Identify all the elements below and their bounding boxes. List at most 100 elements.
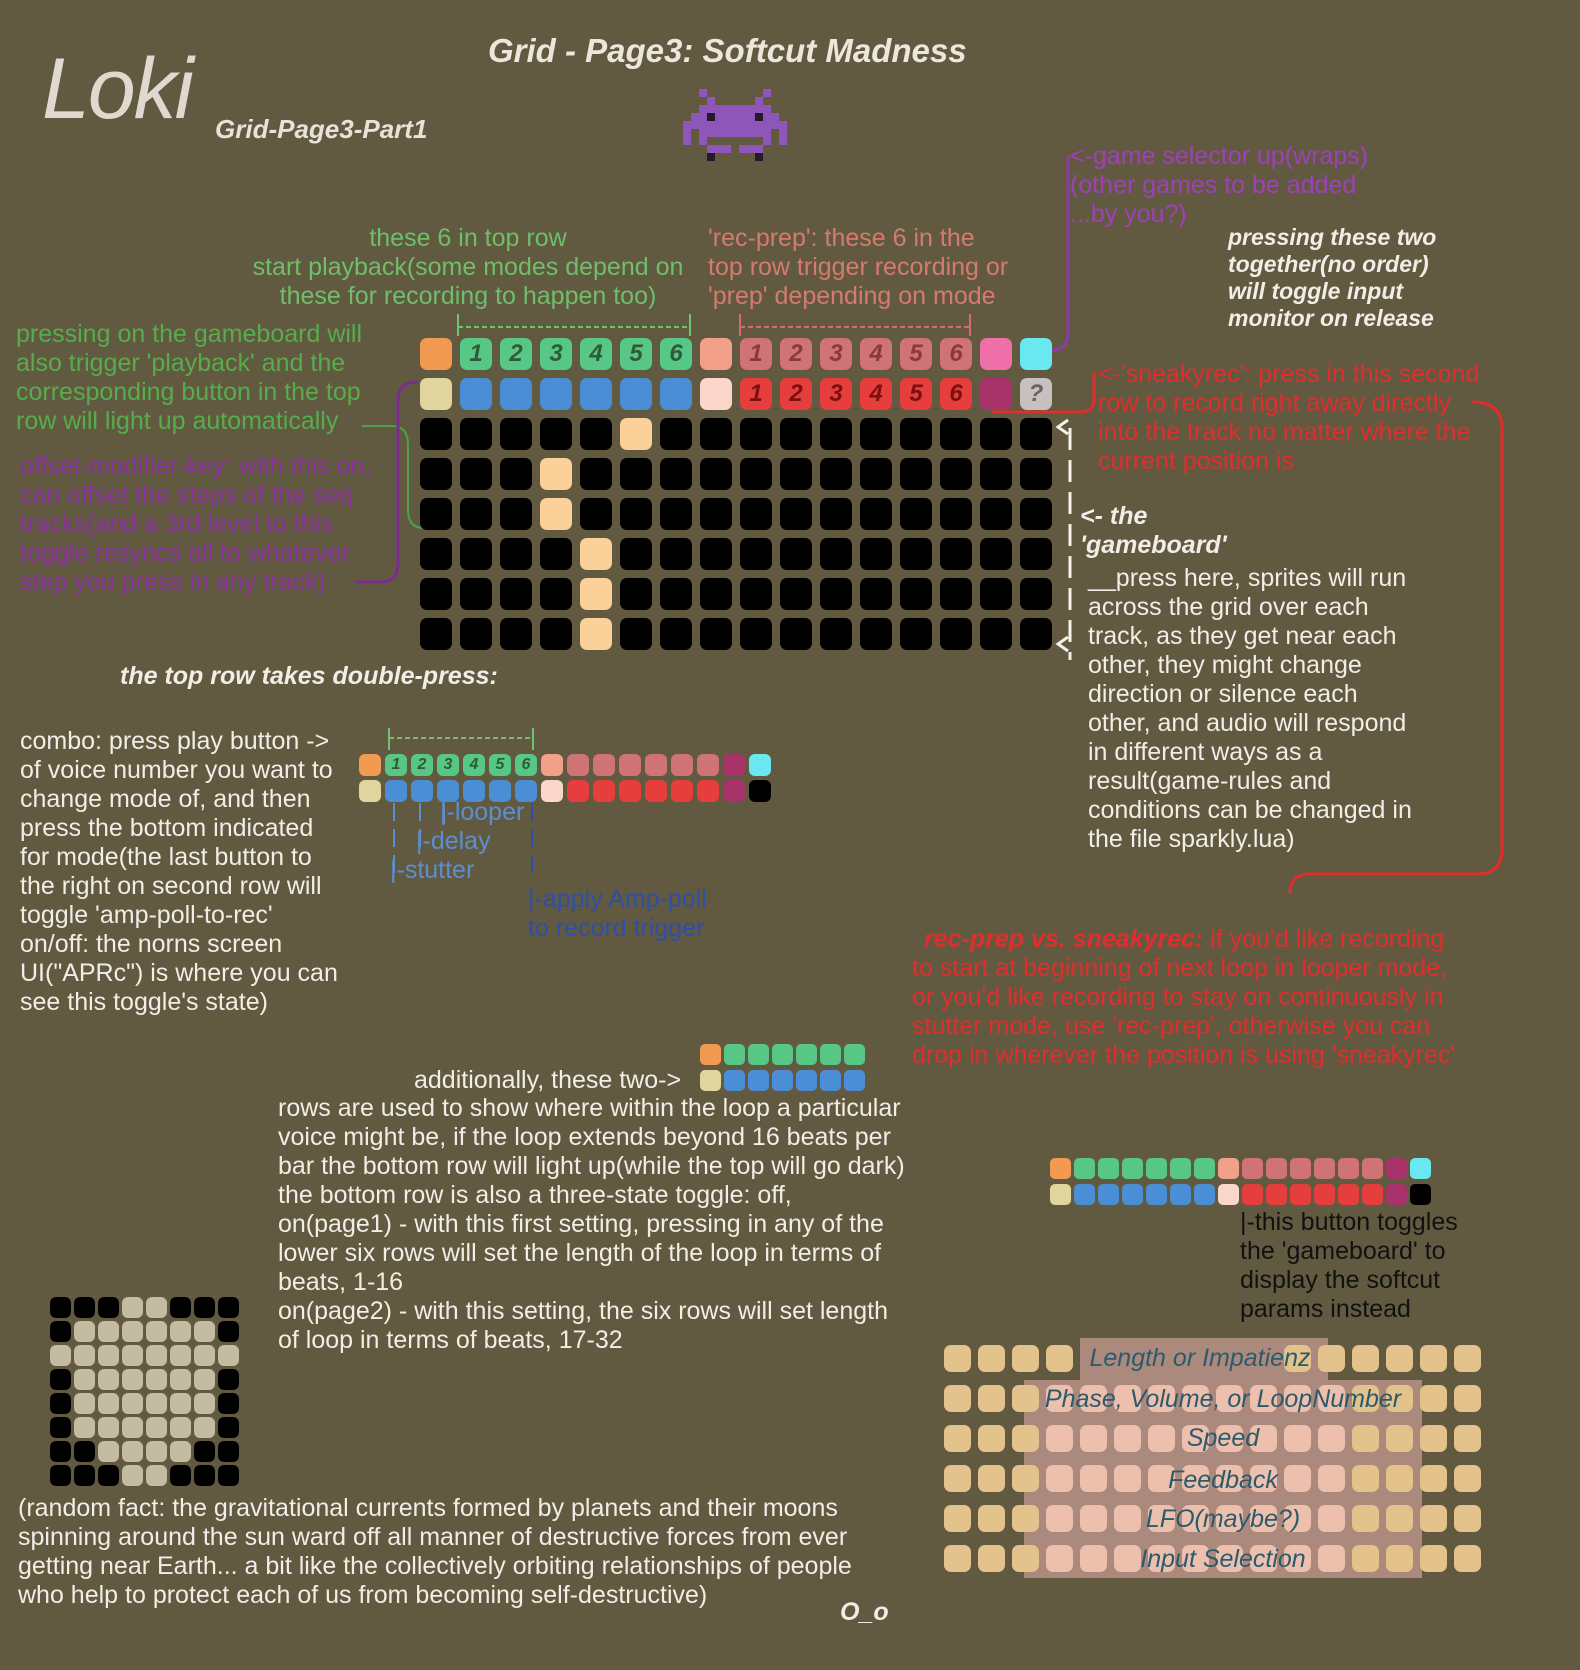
offset-modifier-button[interactable] xyxy=(420,338,452,370)
sprite-cell[interactable] xyxy=(540,458,572,490)
gameboard-cell[interactable] xyxy=(780,538,812,570)
sneakyrec-button-3[interactable]: 3 xyxy=(820,378,852,410)
gameboard-cell[interactable] xyxy=(660,418,692,450)
gameboard-cell[interactable] xyxy=(660,538,692,570)
gameboard-cell[interactable] xyxy=(740,498,772,530)
sprite-cell[interactable] xyxy=(540,498,572,530)
gameboard-cell[interactable] xyxy=(900,418,932,450)
play-button-5[interactable]: 5 xyxy=(620,338,652,370)
gameboard-cell[interactable] xyxy=(580,458,612,490)
softcut-toggle-button[interactable] xyxy=(1410,1184,1431,1205)
rec-prep-button-1[interactable]: 1 xyxy=(740,338,772,370)
gameboard-cell[interactable] xyxy=(900,538,932,570)
beige-button[interactable] xyxy=(420,378,452,410)
monitor-button-cyan[interactable] xyxy=(1020,338,1052,370)
gameboard-cell[interactable] xyxy=(500,418,532,450)
gameboard-cell[interactable] xyxy=(1020,418,1052,450)
gameboard-cell[interactable] xyxy=(980,498,1012,530)
gameboard-cell[interactable] xyxy=(1020,458,1052,490)
gameboard-cell[interactable] xyxy=(620,578,652,610)
gameboard-cell[interactable] xyxy=(700,458,732,490)
sneakyrec-button-4[interactable]: 4 xyxy=(860,378,892,410)
gameboard-cell[interactable] xyxy=(500,538,532,570)
gameboard-cell[interactable] xyxy=(620,538,652,570)
mode-button-1[interactable] xyxy=(460,378,492,410)
gameboard-cell[interactable] xyxy=(500,618,532,650)
gameboard-cell[interactable] xyxy=(860,458,892,490)
mode-button-4[interactable] xyxy=(580,378,612,410)
mode-button-3[interactable] xyxy=(540,378,572,410)
gameboard-cell[interactable] xyxy=(1020,618,1052,650)
gameboard-cell[interactable] xyxy=(500,578,532,610)
gameboard-cell[interactable] xyxy=(580,498,612,530)
gameboard-cell[interactable] xyxy=(860,578,892,610)
rec-prep-button-6[interactable]: 6 xyxy=(940,338,972,370)
gameboard-cell[interactable] xyxy=(620,498,652,530)
gameboard-cell[interactable] xyxy=(820,498,852,530)
rec-prep-button-4[interactable]: 4 xyxy=(860,338,892,370)
gameboard-cell[interactable] xyxy=(980,578,1012,610)
gameboard-cell[interactable] xyxy=(660,618,692,650)
gameboard-cell[interactable] xyxy=(500,498,532,530)
sprite-cell[interactable] xyxy=(580,578,612,610)
play-button-3[interactable]: 3 xyxy=(540,338,572,370)
gameboard-cell[interactable] xyxy=(940,498,972,530)
gameboard-cell[interactable] xyxy=(660,458,692,490)
gameboard-cell[interactable] xyxy=(780,498,812,530)
peach-button[interactable] xyxy=(700,378,732,410)
gameboard-cell[interactable] xyxy=(420,578,452,610)
gameboard-cell[interactable] xyxy=(860,498,892,530)
rec-prep-button-5[interactable]: 5 xyxy=(900,338,932,370)
gameboard-cell[interactable] xyxy=(660,578,692,610)
gameboard-cell[interactable] xyxy=(740,458,772,490)
gameboard-cell[interactable] xyxy=(420,618,452,650)
gameboard-cell[interactable] xyxy=(860,618,892,650)
sneakyrec-button-6[interactable]: 6 xyxy=(940,378,972,410)
gameboard-cell[interactable] xyxy=(700,578,732,610)
gameboard-cell[interactable] xyxy=(740,538,772,570)
gameboard-cell[interactable] xyxy=(900,618,932,650)
rec-prep-button-3[interactable]: 3 xyxy=(820,338,852,370)
gameboard-cell[interactable] xyxy=(820,418,852,450)
sneakyrec-button-2[interactable]: 2 xyxy=(780,378,812,410)
gameboard-cell[interactable] xyxy=(700,538,732,570)
gameboard-cell[interactable] xyxy=(700,618,732,650)
gameboard-cell[interactable] xyxy=(900,498,932,530)
salmon-button[interactable] xyxy=(700,338,732,370)
rec-prep-button-2[interactable]: 2 xyxy=(780,338,812,370)
gameboard-cell[interactable] xyxy=(700,418,732,450)
gameboard-cell[interactable] xyxy=(980,618,1012,650)
gameboard-cell[interactable] xyxy=(1020,578,1052,610)
gameboard-cell[interactable] xyxy=(540,538,572,570)
gameboard-cell[interactable] xyxy=(980,418,1012,450)
gameboard-cell[interactable] xyxy=(980,458,1012,490)
gameboard-cell[interactable] xyxy=(820,538,852,570)
gameboard-cell[interactable] xyxy=(420,458,452,490)
gameboard-cell[interactable] xyxy=(940,458,972,490)
gameboard-cell[interactable] xyxy=(420,418,452,450)
gameboard-cell[interactable] xyxy=(420,538,452,570)
unknown-button[interactable]: ? xyxy=(1020,378,1052,410)
gameboard-cell[interactable] xyxy=(460,618,492,650)
gameboard-cell[interactable] xyxy=(420,498,452,530)
gameboard-cell[interactable] xyxy=(460,498,492,530)
play-button-6[interactable]: 6 xyxy=(660,338,692,370)
play-button-2[interactable]: 2 xyxy=(500,338,532,370)
gameboard-cell[interactable] xyxy=(900,458,932,490)
gameboard-cell[interactable] xyxy=(620,458,652,490)
gameboard-cell[interactable] xyxy=(540,618,572,650)
gameboard-cell[interactable] xyxy=(780,418,812,450)
play-button-1[interactable]: 1 xyxy=(460,338,492,370)
mode-button-5[interactable] xyxy=(620,378,652,410)
sprite-cell[interactable] xyxy=(580,538,612,570)
gameboard-cell[interactable] xyxy=(740,418,772,450)
gameboard-cell[interactable] xyxy=(1020,538,1052,570)
gameboard-cell[interactable] xyxy=(820,578,852,610)
play-button-4[interactable]: 4 xyxy=(580,338,612,370)
gameboard-cell[interactable] xyxy=(940,418,972,450)
gameboard-cell[interactable] xyxy=(780,578,812,610)
gameboard-cell[interactable] xyxy=(620,618,652,650)
sprite-cell[interactable] xyxy=(620,418,652,450)
gameboard-cell[interactable] xyxy=(500,458,532,490)
gameboard-cell[interactable] xyxy=(1020,498,1052,530)
